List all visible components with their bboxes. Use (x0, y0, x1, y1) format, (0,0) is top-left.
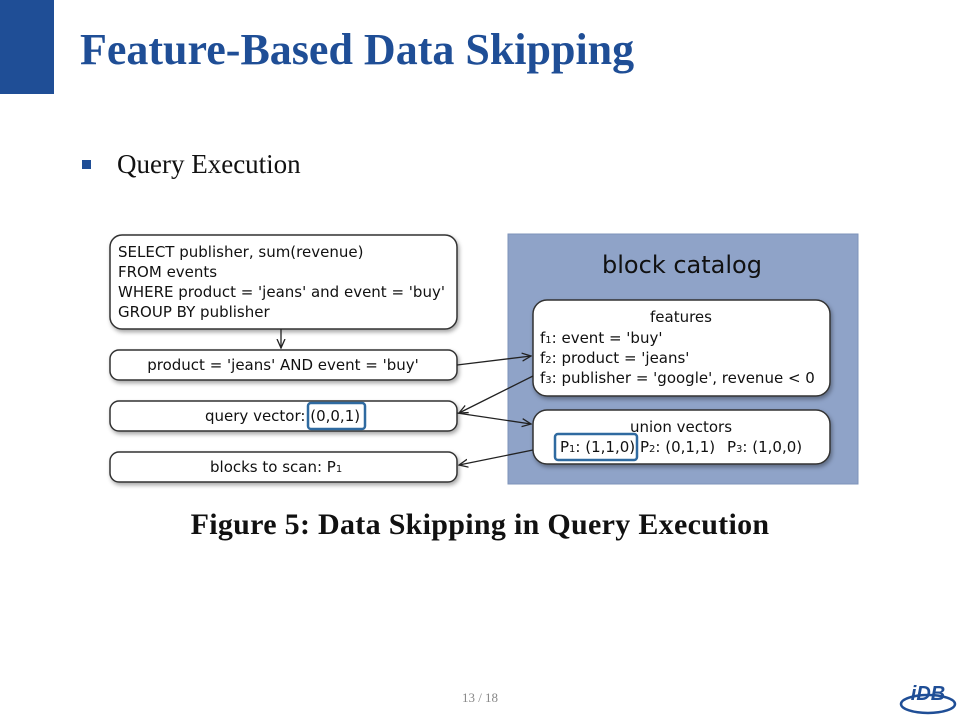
figure-caption: Figure 5: Data Skipping in Query Executi… (190, 508, 770, 541)
sql-line-2: FROM events (118, 263, 217, 281)
feature-1: f1: event = 'buy' (540, 329, 662, 347)
predicate-text: product = 'jeans' AND event = 'buy' (147, 356, 419, 374)
feature-2: f2: product = 'jeans' (540, 349, 689, 367)
bullet-text: Query Execution (117, 148, 301, 179)
sql-line-1: SELECT publisher, sum(revenue) (118, 243, 363, 261)
sql-query-box: SELECT publisher, sum(revenue) FROM even… (109, 234, 458, 330)
title-accent-bar (0, 0, 54, 94)
predicate-box: product = 'jeans' AND event = 'buy' (109, 349, 458, 381)
sql-line-3: WHERE product = 'jeans' and event = 'buy… (118, 283, 445, 301)
union-vector-p3: P3: (1,0,0) (727, 438, 802, 456)
arrow-features-to-query-vector (459, 375, 534, 413)
blocks-to-scan-box: blocks to scan: P1 (109, 451, 458, 483)
page-number: 13 / 18 (461, 690, 499, 705)
features-title: features (650, 308, 712, 326)
union-vector-p1: P1: (1,1,0) (560, 438, 635, 456)
arrow-predicate-to-features (456, 356, 531, 366)
p1-highlight-box (553, 432, 639, 462)
blocks-to-scan-text: blocks to scan: P1 (210, 458, 342, 476)
slide-title: Feature-Based Data Skipping (80, 25, 635, 74)
arrow-query-vector-to-union (456, 412, 531, 424)
sql-line-4: GROUP BY publisher (118, 303, 270, 321)
square-bullet-icon (82, 159, 91, 169)
union-vectors-title: union vectors (630, 418, 732, 436)
union-vectors-box: union vectors P1: (1,1,0) P2: (0,1,1) P3… (532, 409, 831, 465)
block-catalog-title: block catalog (602, 251, 762, 279)
query-vector-highlight-box (306, 401, 367, 431)
arrow-union-to-blocks (459, 449, 534, 465)
logo-swoosh (899, 693, 957, 715)
query-vector-box: query vector: (0,0,1) (109, 400, 458, 432)
features-box: features f1: event = 'buy' f2: product =… (532, 299, 831, 397)
feature-3: f3: publisher = 'google', revenue < 0 (540, 369, 815, 387)
idb-logo: iDB (899, 683, 957, 715)
logo-text: iDB (911, 683, 945, 705)
bullet-item: Query Execution (82, 144, 301, 184)
query-vector-text: query vector: (0,0,1) (205, 407, 360, 425)
union-vector-p2: P2: (0,1,1) (640, 438, 715, 456)
